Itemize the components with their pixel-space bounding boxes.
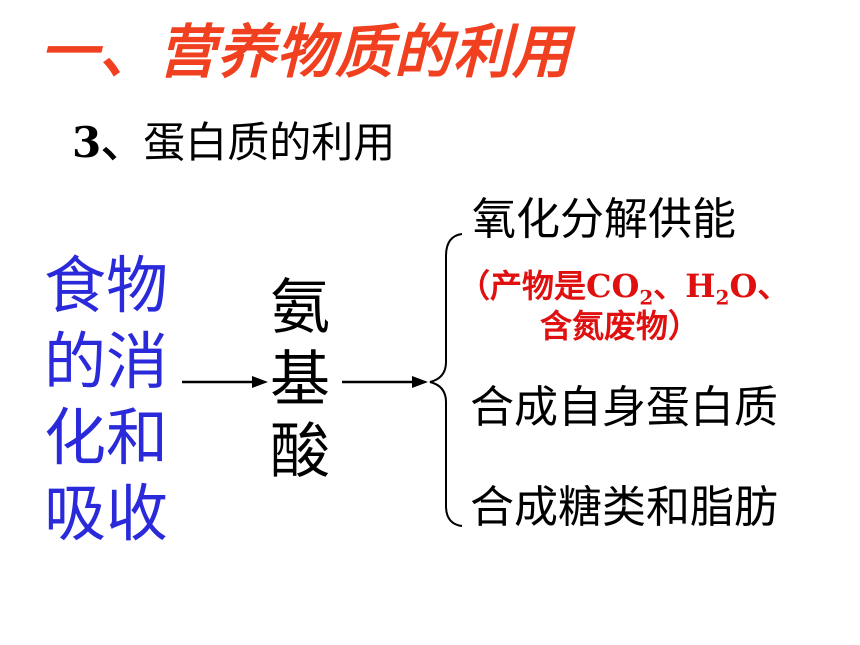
middle-label: 氨基酸 bbox=[270, 273, 330, 487]
co2-symbol: CO bbox=[586, 267, 640, 305]
arrow-1-head bbox=[252, 376, 268, 388]
h2o-symbol-h: H bbox=[685, 267, 716, 305]
h2o-subscript: 2 bbox=[715, 285, 730, 310]
products-line-1: （产物是CO2、H2O、 bbox=[458, 266, 789, 317]
slide-title: 一、营养物质的利用 bbox=[40, 18, 572, 86]
h2o-symbol-o: O bbox=[729, 267, 758, 305]
arrow-2-head bbox=[412, 376, 428, 388]
co2-subscript: 2 bbox=[639, 285, 654, 310]
source-label: 食物的消化和吸收 bbox=[44, 249, 169, 550]
section-heading: 3、蛋白质的利用 bbox=[72, 118, 395, 168]
products-line-2: 含氮废物） bbox=[540, 307, 701, 345]
section-heading-text: 蛋白质的利用 bbox=[143, 118, 396, 167]
branch-brace bbox=[429, 233, 463, 527]
products-separator-1: 、 bbox=[653, 267, 686, 305]
section-number: 3、 bbox=[72, 118, 144, 167]
products-separator-2: 、 bbox=[757, 267, 790, 305]
products-open: （产物是 bbox=[458, 267, 587, 305]
branch-synth-protein: 合成自身蛋白质 bbox=[470, 382, 778, 433]
branch-synth-sugar-fat: 合成糖类和脂肪 bbox=[470, 482, 778, 533]
branch-oxidation: 氧化分解供能 bbox=[472, 194, 736, 245]
